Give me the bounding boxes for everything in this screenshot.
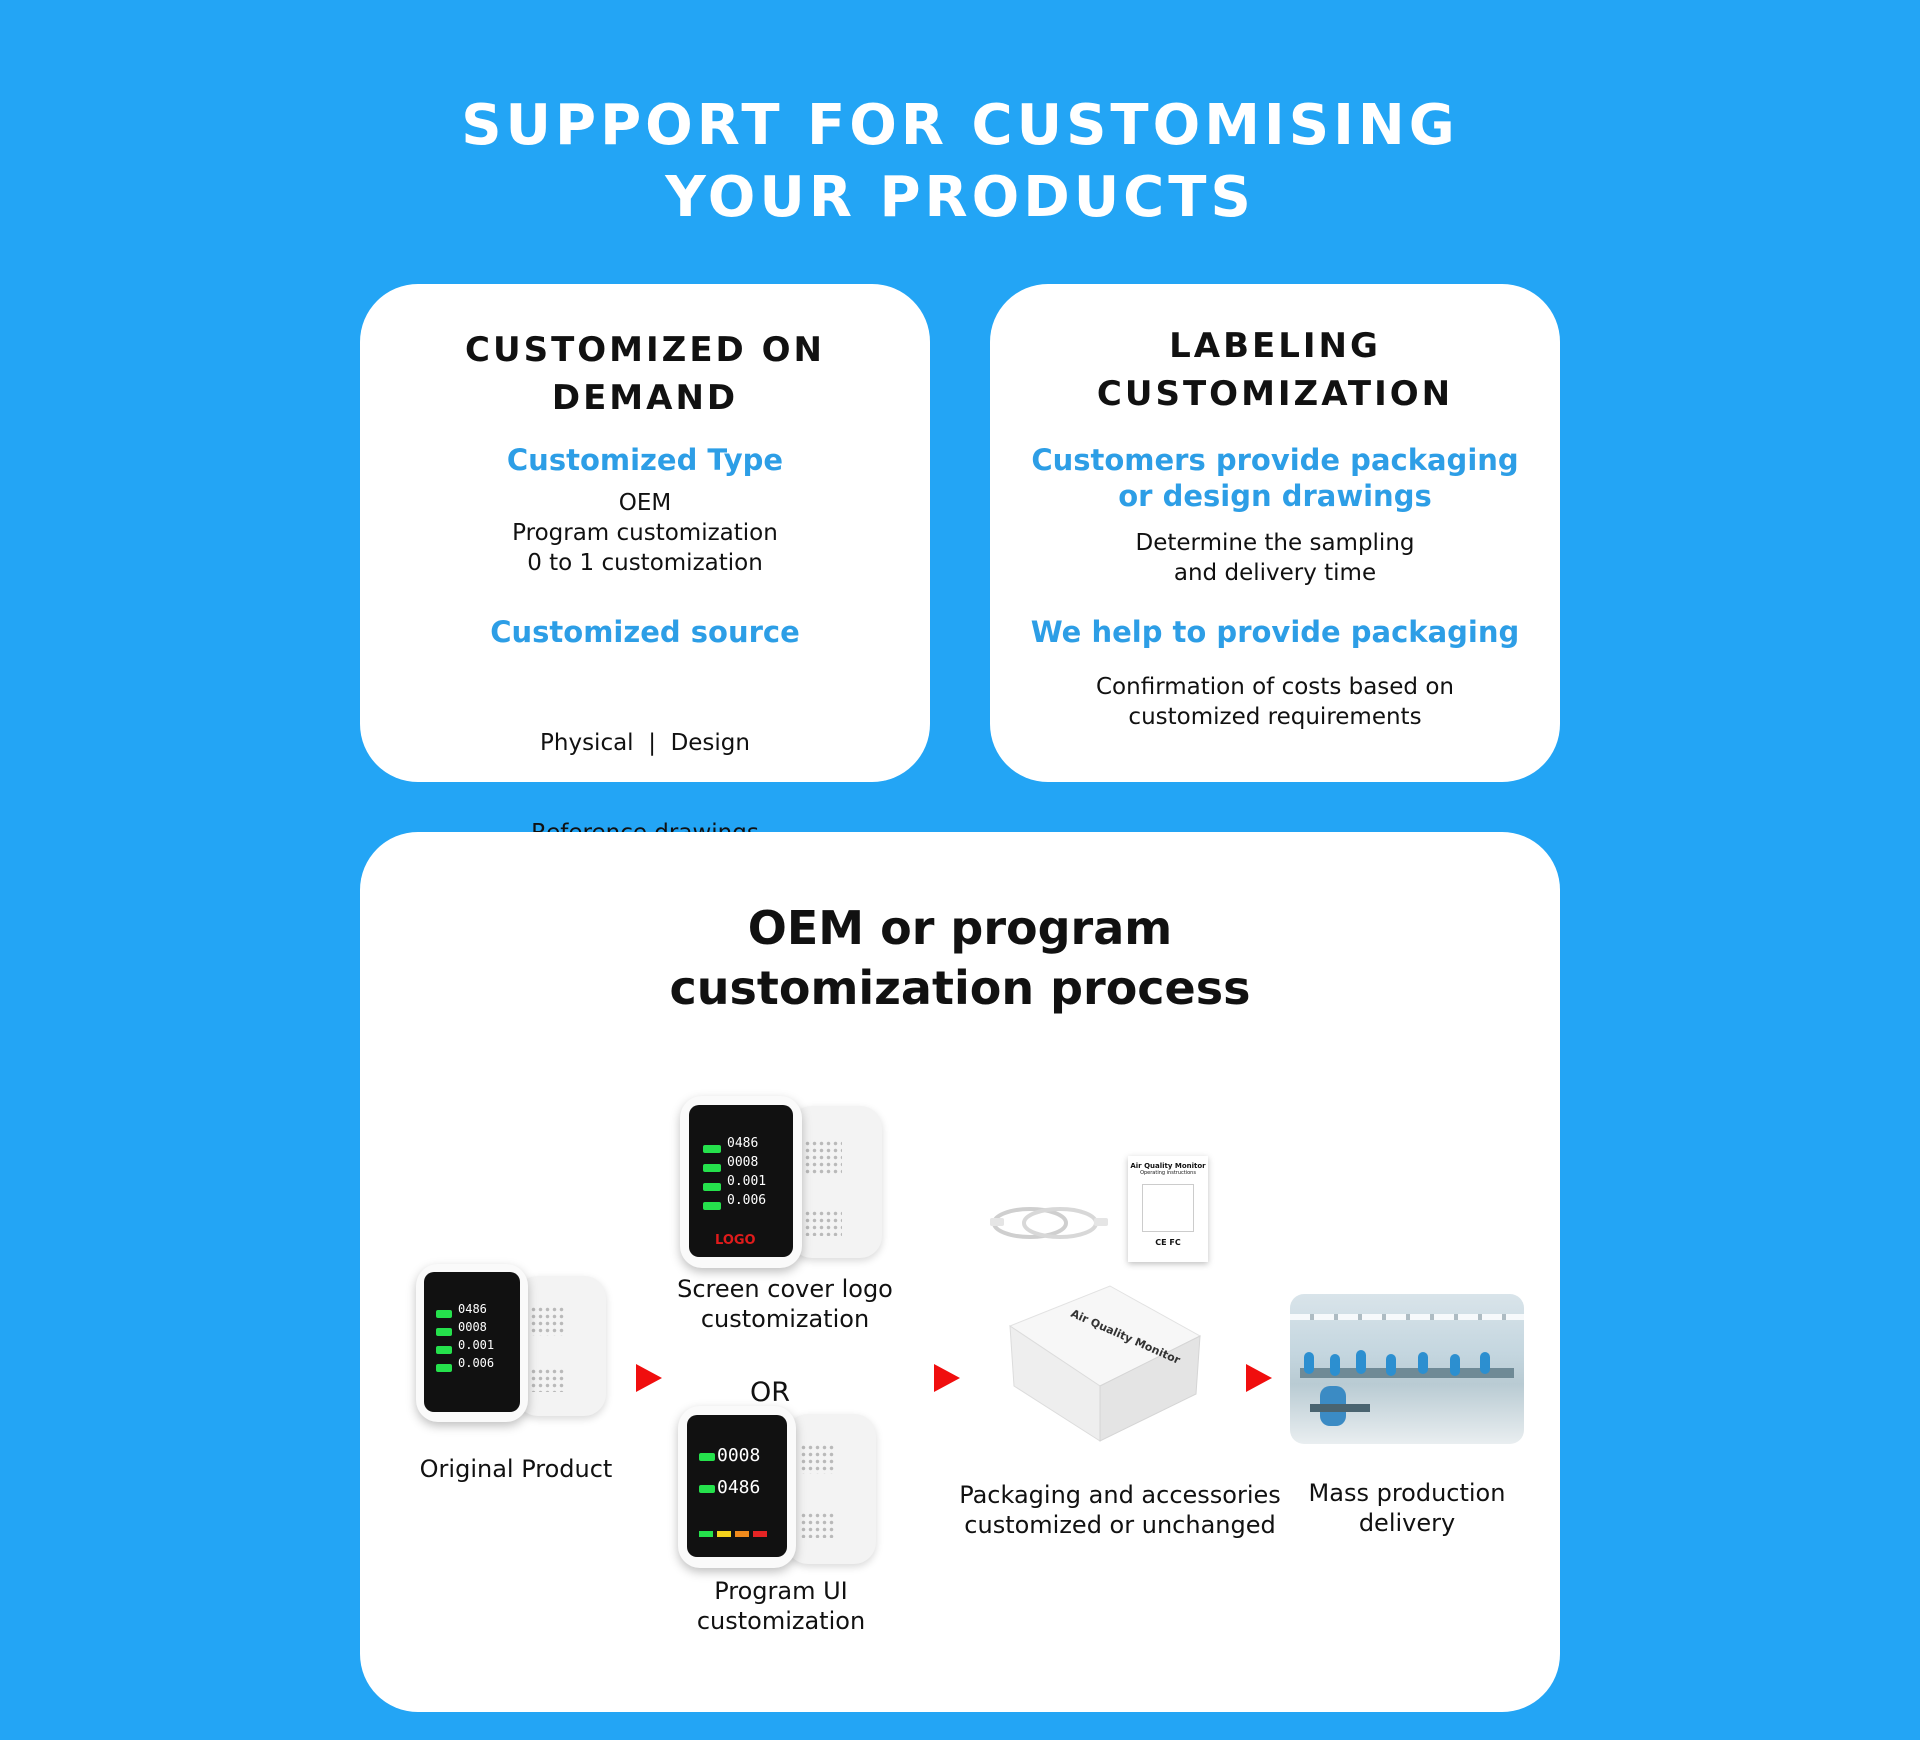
manual-image: Air Quality Monitor Operating instructio…: [1128, 1156, 1208, 1262]
customized-source-heading: Customized source: [490, 615, 800, 649]
ui-caption-line2: customization: [696, 1607, 866, 1635]
customized-type-heading: Customized Type: [506, 443, 784, 477]
logo-caption-line1: Screen cover logo: [677, 1275, 893, 1303]
sampling-line1: Determine the sampling: [1135, 530, 1415, 556]
screen-value: 0486: [727, 1136, 759, 1151]
type-item-zero-to-one: 0 to 1 customization: [527, 550, 763, 576]
logo-mark: LOGO: [715, 1233, 756, 1248]
costs-text: Confirmation of costs based on customize…: [990, 672, 1560, 732]
mass-caption-line2: delivery: [1358, 1509, 1456, 1537]
card-process: OEM or program customization process 048…: [360, 832, 1560, 1712]
usb-cable-image: [990, 1207, 1108, 1239]
screen-value: 0.006: [458, 1356, 495, 1370]
arrow-icon: [1246, 1364, 1272, 1392]
card-title: CUSTOMIZED ON DEMAND: [360, 326, 930, 422]
program-ui-caption: Program UI customization: [656, 1576, 906, 1636]
we-help-heading: We help to provide packaging: [1030, 615, 1520, 649]
logo-customization-caption: Screen cover logo customization: [660, 1274, 910, 1334]
screen-value: 0486: [458, 1302, 487, 1316]
or-label: OR: [749, 1377, 790, 1408]
factory-image: [1290, 1294, 1524, 1444]
screen-value: 0008: [727, 1155, 759, 1170]
ui-caption-line1: Program UI: [714, 1577, 848, 1605]
screen-value: 0008: [458, 1320, 487, 1334]
costs-line1: Confirmation of costs based on: [1096, 674, 1454, 700]
page-title-line2: YOUR PRODUCTS: [665, 165, 1255, 230]
process-title-line2: customization process: [669, 961, 1251, 1015]
manual-title: Air Quality Monitor: [1130, 1162, 1206, 1170]
process-title: OEM or program customization process: [360, 898, 1560, 1018]
card-title: LABELING CUSTOMIZATION: [990, 322, 1560, 418]
card-labeling-customization: LABELING CUSTOMIZATION Customers provide…: [990, 284, 1560, 782]
card-title-line1: LABELING: [1169, 326, 1381, 366]
type-item-program: Program customization: [512, 520, 778, 546]
mass-production-caption: Mass production delivery: [1280, 1478, 1534, 1538]
page-title: SUPPORT FOR CUSTOMISING YOUR PRODUCTS: [0, 90, 1920, 234]
costs-line2: customized requirements: [1128, 704, 1422, 730]
original-product-caption: Original Product: [419, 1455, 613, 1483]
arrow-icon: [934, 1364, 960, 1392]
packaging-box-image: Air Quality Monitor: [1008, 1285, 1202, 1442]
page-title-line1: SUPPORT FOR CUSTOMISING: [461, 93, 1459, 158]
sampling-line2: and delivery time: [1173, 560, 1377, 586]
screen-value: 0.001: [727, 1174, 767, 1189]
mass-caption-line1: Mass production: [1308, 1479, 1506, 1507]
card-title-line2: DEMAND: [551, 378, 739, 418]
customers-provide-line2: or design drawings: [1118, 479, 1432, 513]
customized-type-list: OEM Program customization 0 to 1 customi…: [360, 488, 930, 578]
screen-value: 0.006: [727, 1193, 767, 1208]
logo-caption-line2: customization: [700, 1305, 870, 1333]
screen-value: 0008: [717, 1445, 761, 1466]
original-product-image: 0486 0008 0.001 0.006: [416, 1264, 616, 1424]
source-line1: Physical | Design: [540, 730, 750, 756]
manual-marks: CE FC: [1155, 1238, 1181, 1247]
screen-value: 0486: [717, 1477, 761, 1498]
packaging-caption-line2: customized or unchanged: [964, 1511, 1276, 1539]
sampling-text: Determine the sampling and delivery time: [990, 528, 1560, 588]
card-title-line1: CUSTOMIZED ON: [465, 330, 825, 370]
customers-provide-line1: Customers provide packaging: [1031, 443, 1519, 477]
card-customized-on-demand: CUSTOMIZED ON DEMAND Customized Type OEM…: [360, 284, 930, 846]
logo-customization-image: 0486 0008 0.001 0.006 LOGO: [680, 1096, 882, 1276]
type-item-oem: OEM: [618, 490, 672, 516]
card-title-line2: CUSTOMIZATION: [1096, 374, 1454, 414]
program-ui-image: 0008 0486: [678, 1406, 878, 1576]
customers-provide-heading: Customers provide packaging or design dr…: [990, 442, 1560, 514]
packaging-caption: Packaging and accessories customized or …: [950, 1480, 1290, 1540]
screen-value: 0.001: [458, 1338, 495, 1352]
packaging-caption-line1: Packaging and accessories: [959, 1481, 1281, 1509]
arrow-icon: [636, 1364, 662, 1392]
manual-subtitle: Operating instructions: [1140, 1170, 1196, 1176]
process-title-line1: OEM or program: [747, 901, 1173, 955]
